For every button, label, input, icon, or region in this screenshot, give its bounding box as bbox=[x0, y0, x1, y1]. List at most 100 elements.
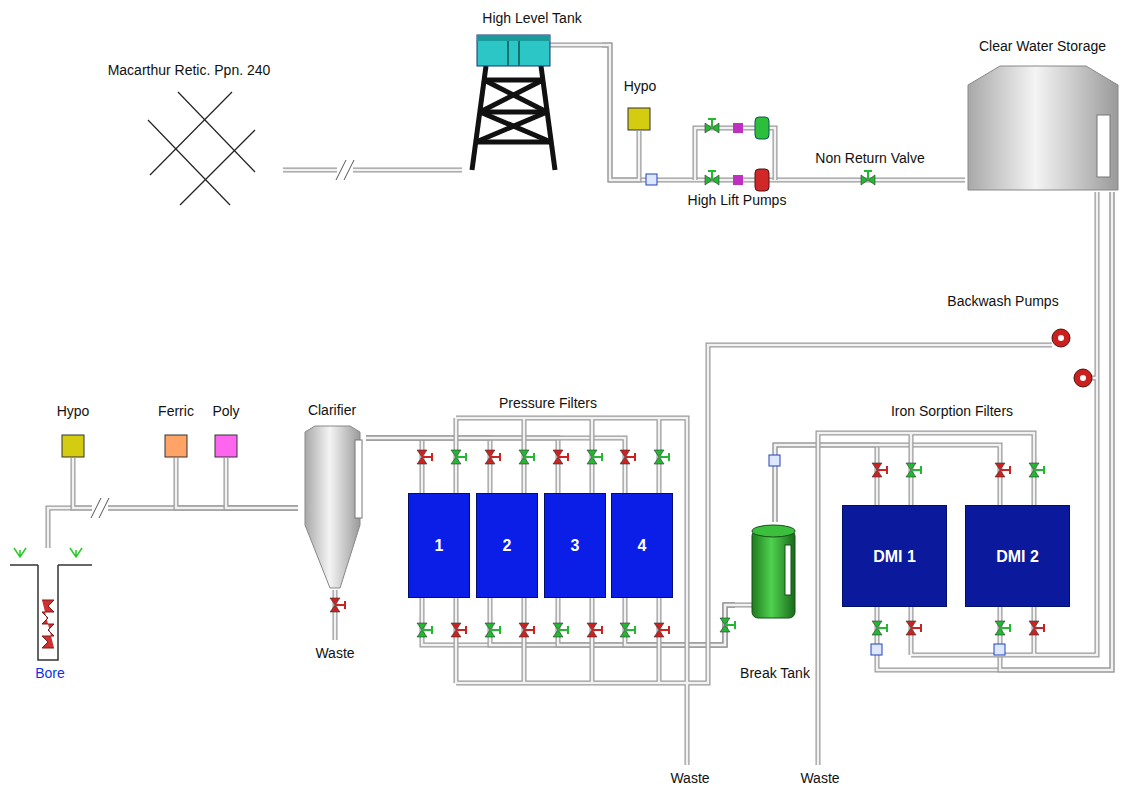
reticulation-symbol bbox=[148, 92, 255, 205]
equipment-label: High Level Tank bbox=[482, 10, 581, 27]
valve-symbol bbox=[872, 463, 887, 477]
filter-vessel: 1 bbox=[408, 493, 470, 598]
pipe-stroke bbox=[366, 438, 558, 493]
pipe-line bbox=[73, 458, 298, 508]
vessel-number: DMI 1 bbox=[873, 548, 916, 565]
equipment-label: Hypo bbox=[624, 78, 657, 95]
equipment-node: Ferric bbox=[150, 403, 202, 458]
valve-symbol bbox=[417, 450, 432, 464]
pipe-stroke bbox=[226, 458, 298, 508]
pipe-line bbox=[366, 438, 490, 493]
pipe-stroke bbox=[366, 438, 422, 493]
equipment-label: Poly bbox=[212, 403, 239, 420]
component-label: Waste bbox=[798, 770, 841, 787]
valve-symbol bbox=[587, 450, 602, 464]
valve-symbol bbox=[553, 623, 568, 637]
equipment-label: Break Tank bbox=[740, 665, 810, 682]
high-level-tank bbox=[472, 35, 555, 170]
dosing-box bbox=[215, 435, 237, 457]
break-tank bbox=[752, 525, 795, 618]
pump-symbol bbox=[733, 117, 1092, 387]
pipe-line bbox=[48, 508, 298, 548]
pipe-stroke bbox=[73, 458, 298, 508]
valve-group bbox=[330, 119, 1044, 637]
pipe-stroke bbox=[366, 438, 490, 493]
valve-symbol bbox=[587, 623, 602, 637]
filter-vessel: DMI 1 bbox=[842, 505, 947, 607]
dosing-box bbox=[62, 435, 84, 457]
equipment-label: Ferric bbox=[158, 403, 194, 420]
valve-symbol bbox=[519, 623, 534, 637]
valve-symbol bbox=[705, 171, 719, 185]
pipe-stroke bbox=[366, 438, 625, 493]
pipe-stroke bbox=[366, 438, 490, 493]
vessel-number: 3 bbox=[571, 537, 580, 554]
pipe-line bbox=[366, 438, 422, 493]
component-label: Pressure Filters bbox=[497, 395, 599, 412]
clarifier-tank bbox=[305, 426, 362, 588]
valve-symbol bbox=[330, 598, 345, 612]
equipment-node: Bore bbox=[8, 548, 92, 682]
bore-well bbox=[10, 548, 92, 660]
pipe-line bbox=[226, 458, 298, 508]
pipe-stroke bbox=[625, 598, 735, 645]
component-label: Waste bbox=[668, 770, 711, 787]
pipe-stroke bbox=[73, 458, 298, 508]
filter-vessel: 3 bbox=[544, 493, 606, 598]
equipment-node: Clear Water Storage bbox=[965, 38, 1120, 192]
pipe-line bbox=[366, 438, 625, 493]
equipment-node: Macarthur Retic. Ppn. 240 bbox=[95, 62, 283, 225]
pipe-line bbox=[602, 45, 965, 180]
pipe-stroke bbox=[366, 438, 422, 493]
valve-symbol bbox=[451, 623, 466, 637]
pipe-stroke bbox=[490, 598, 735, 645]
valve-symbol bbox=[417, 623, 432, 637]
pipe-stroke bbox=[625, 598, 735, 645]
pipe-stroke bbox=[48, 508, 298, 548]
vessel-number: 2 bbox=[503, 537, 512, 554]
equipment-node: Hypo bbox=[52, 403, 94, 458]
component-label: Iron Sorption Filters bbox=[889, 403, 1015, 420]
vessel-number: DMI 2 bbox=[996, 548, 1039, 565]
pipe-stroke bbox=[176, 458, 298, 508]
pipe-stroke bbox=[366, 438, 625, 493]
clear-water-storage-tank bbox=[968, 66, 1118, 190]
valve-symbol bbox=[720, 618, 735, 632]
valve-symbol bbox=[654, 623, 669, 637]
valve-symbol bbox=[995, 463, 1010, 477]
component-label: Backwash Pumps bbox=[945, 293, 1060, 310]
filter-vessel: 4 bbox=[611, 493, 673, 598]
valve-symbol bbox=[1029, 463, 1044, 477]
valve-symbol bbox=[1029, 621, 1044, 635]
equipment-node: Break Tank bbox=[735, 522, 815, 682]
equipment-label: Clear Water Storage bbox=[979, 38, 1106, 55]
pipe-line bbox=[283, 170, 462, 171]
dosing-box bbox=[165, 435, 187, 457]
equipment-node: Hypo bbox=[618, 78, 662, 131]
pipe-line bbox=[490, 598, 735, 645]
valve-symbol bbox=[485, 623, 500, 637]
pipe-line bbox=[176, 458, 298, 508]
equipment-label: Hypo bbox=[57, 403, 90, 420]
pipe-stroke bbox=[283, 169, 462, 172]
pipe-line bbox=[625, 598, 735, 645]
dosing-box bbox=[628, 108, 650, 130]
valve-symbol bbox=[906, 463, 921, 477]
filter-vessel: 2 bbox=[476, 493, 538, 598]
equipment-label: Bore bbox=[35, 665, 65, 682]
valve-symbol bbox=[906, 621, 921, 635]
equipment-node: Clarifier bbox=[298, 402, 366, 597]
valve-symbol bbox=[872, 621, 887, 635]
vessel-number: 4 bbox=[638, 537, 647, 554]
vessel-number: 1 bbox=[435, 537, 444, 554]
valve-symbol bbox=[620, 623, 635, 637]
valve-symbol bbox=[620, 450, 635, 464]
valve-symbol bbox=[654, 450, 669, 464]
pipe-break-mark bbox=[91, 160, 354, 518]
pipe-stroke bbox=[226, 458, 298, 508]
valve-symbol bbox=[485, 450, 500, 464]
pipe-stroke bbox=[366, 438, 558, 493]
pipe-line bbox=[366, 438, 558, 493]
pipe-stroke bbox=[176, 458, 298, 508]
